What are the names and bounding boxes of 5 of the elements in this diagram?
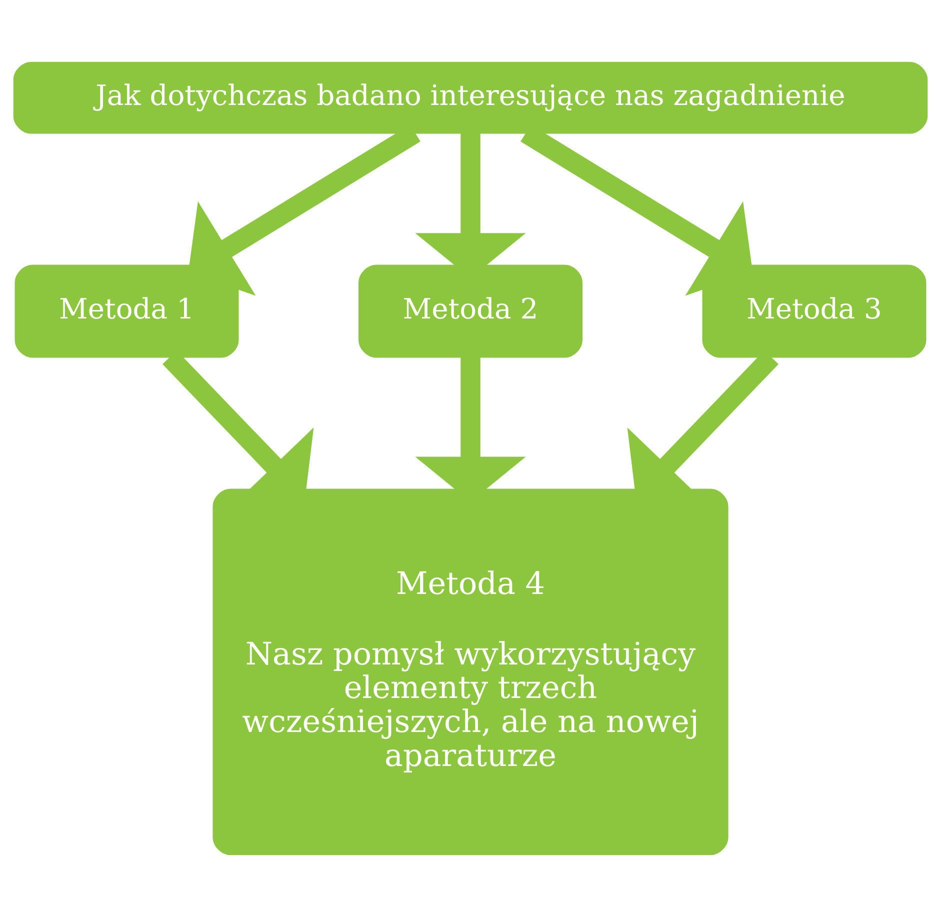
node-box: Metoda 2 <box>358 264 582 358</box>
node-box: Metoda 4 Nasz pomysł wykorzystujący elementy trzech wcześniejszych, ale na nowej aparaturze <box>212 488 728 856</box>
node-box: Metoda 3 <box>702 264 926 358</box>
node-box: Metoda 1 <box>14 264 239 358</box>
node-box: Jak dotychczas badano interesujące nas zagadnienie <box>13 62 928 134</box>
